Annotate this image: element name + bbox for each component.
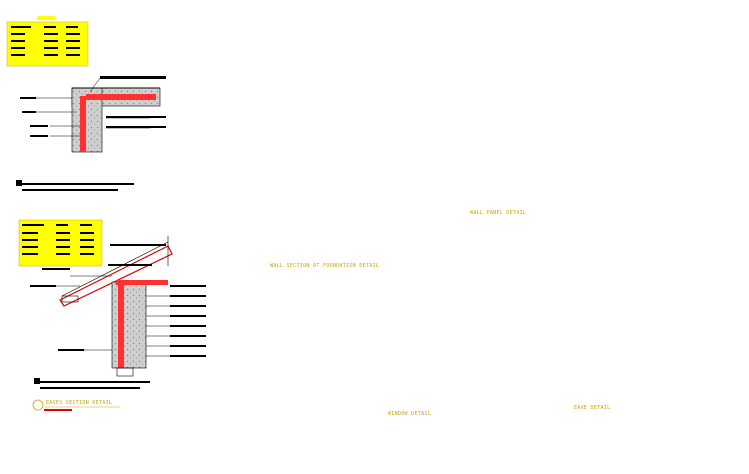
eave-detail-left xyxy=(18,219,206,411)
window-detail-caption: WINDOW DETAIL xyxy=(388,411,432,417)
eave-detail-caption: EAVES SECTION DETAIL xyxy=(46,400,113,406)
schedule-table-1 xyxy=(6,16,89,67)
right-eave-caption: EAVE DETAIL xyxy=(574,405,611,411)
foundation-detail-caption: WALL SECTION AT FOUNDATION DETAIL xyxy=(270,263,380,269)
wall-panel-caption: WALL PANEL DETAIL xyxy=(470,210,527,216)
corner-detail-top-left xyxy=(6,16,166,191)
schedule-table-2 xyxy=(18,219,103,267)
